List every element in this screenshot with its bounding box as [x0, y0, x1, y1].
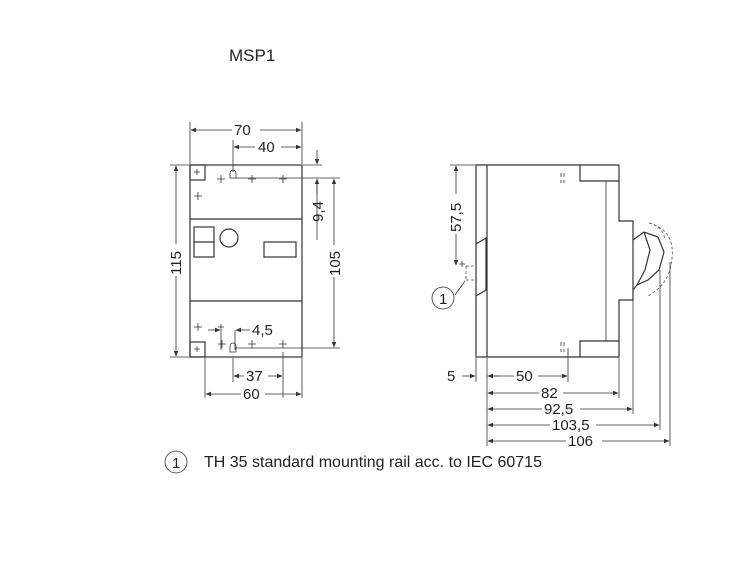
front-body-outline — [189, 164, 303, 358]
dim-side-top: 57,5 — [448, 203, 465, 232]
side-body-outline — [475, 164, 634, 358]
dim-front-bottom-total: 60 — [243, 386, 260, 403]
dim-side-depth-92-5: 92,5 — [544, 401, 573, 418]
dim-side-depth-103-5: 103,5 — [552, 417, 590, 434]
dim-front-top-offset: 9,4 — [310, 201, 327, 222]
legend: 1 TH 35 standard mounting rail acc. to I… — [164, 450, 542, 474]
callout-number: 1 — [439, 291, 447, 308]
callout-circle — [431, 286, 455, 310]
control-button — [219, 228, 239, 248]
dim-side-depth-106: 106 — [568, 433, 593, 450]
dim-side-depth-82: 82 — [541, 385, 558, 402]
drawing-title: MSP1 — [229, 46, 275, 65]
dim-front-rail-height: 105 — [327, 251, 344, 276]
front-view: 70 40 115 105 9,4 4,5 37 — [168, 121, 344, 403]
legend-number: 1 — [172, 455, 180, 472]
dim-front-hole-spacing: 4,5 — [252, 322, 273, 339]
side-view: 57,5 1 5 50 82 92,5 103,5 — [431, 164, 673, 450]
legend-circle — [164, 450, 188, 474]
dim-front-height-total: 115 — [168, 251, 185, 275]
dim-side-left-offset: 5 — [447, 368, 455, 385]
dim-side-depth-50: 50 — [516, 368, 533, 385]
indicator-window — [263, 241, 297, 258]
legend-text: TH 35 standard mounting rail acc. to IEC… — [204, 454, 542, 471]
dim-front-width-inner: 40 — [258, 139, 275, 156]
dim-front-bottom-inner: 37 — [246, 368, 263, 385]
dim-front-width-total: 70 — [234, 122, 251, 139]
